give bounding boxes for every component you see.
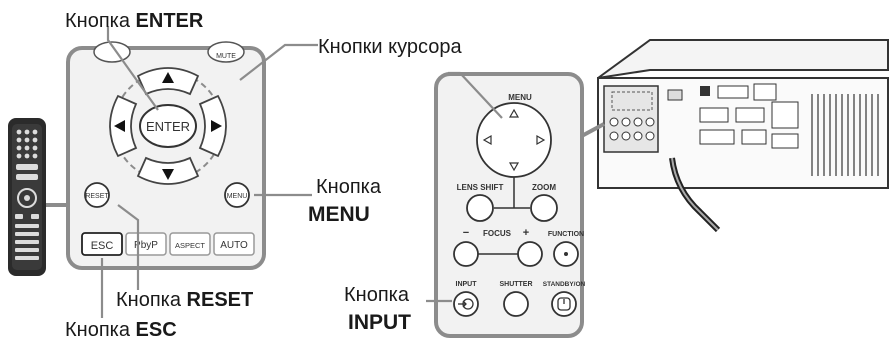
panel-cursor-pad[interactable] bbox=[476, 102, 552, 178]
focus-plus-label: + bbox=[523, 227, 529, 239]
esc-button-label: ESC bbox=[91, 240, 114, 252]
panel-down-icon bbox=[508, 162, 520, 172]
control-panel-enlarged: MENU LENS SHIFT ZOOM − FOCUS + FUNCTION … bbox=[434, 72, 586, 338]
aspect-button-label: ASPECT bbox=[175, 241, 205, 250]
callout-menu-line1: Кнопка bbox=[316, 176, 382, 198]
panel-right-icon bbox=[536, 134, 546, 146]
panel-menu-label: MENU bbox=[508, 93, 532, 102]
aspect-button[interactable] bbox=[169, 232, 211, 256]
callout-esc: Кнопка ESC bbox=[65, 319, 177, 341]
mute-button-label: MUTE bbox=[216, 53, 236, 60]
up-arrow-icon bbox=[162, 72, 174, 83]
pbyp-button[interactable] bbox=[125, 232, 167, 256]
menu-button-remote[interactable] bbox=[224, 182, 250, 208]
auto-button-label: AUTO bbox=[220, 240, 248, 251]
focus-minus-label: − bbox=[463, 227, 469, 239]
callout-cursor-buttons: Кнопки курсора bbox=[318, 36, 462, 58]
auto-button[interactable] bbox=[213, 232, 255, 256]
callout-reset: Кнопка RESET bbox=[116, 289, 253, 311]
menu-button-remote-label: MENU bbox=[227, 193, 248, 200]
remote-control-image bbox=[8, 118, 46, 276]
panel-left-icon bbox=[482, 134, 492, 146]
down-arrow-icon bbox=[162, 169, 174, 180]
left-arrow-icon bbox=[114, 120, 125, 132]
shutter-button[interactable] bbox=[503, 291, 529, 317]
remote-enlarged-panel: MUTE ENTER RESET MENU ESC PbyP ASPECT AU… bbox=[66, 41, 266, 270]
input-icon bbox=[458, 298, 474, 310]
input-label: INPUT bbox=[456, 281, 478, 288]
function-dot-icon bbox=[564, 252, 568, 256]
right-arrow-icon bbox=[211, 120, 222, 132]
focus-minus-button[interactable] bbox=[453, 241, 479, 267]
lens-shift-label: LENS SHIFT bbox=[457, 183, 504, 192]
enter-button-label: ENTER bbox=[146, 119, 190, 134]
projector-image bbox=[597, 39, 889, 233]
leader-lines bbox=[100, 26, 503, 318]
zoom-button[interactable] bbox=[530, 194, 558, 222]
function-label: FUNCTION bbox=[548, 231, 584, 238]
pbyp-button-label: PbyP bbox=[134, 240, 158, 251]
reset-button-label: RESET bbox=[85, 193, 109, 200]
enter-button[interactable] bbox=[139, 104, 197, 148]
zoom-label: ZOOM bbox=[532, 183, 556, 192]
callout-menu-line2: MENU bbox=[308, 203, 370, 226]
esc-button[interactable] bbox=[81, 232, 123, 256]
power-icon bbox=[557, 297, 571, 311]
panel-up-icon bbox=[508, 108, 520, 118]
shutter-label: SHUTTER bbox=[499, 281, 532, 288]
callout-input-line2: INPUT bbox=[348, 311, 411, 334]
lens-shift-button[interactable] bbox=[466, 194, 494, 222]
callout-enter: Кнопка ENTER bbox=[65, 10, 204, 32]
standby-label: STANDBY/ON bbox=[543, 281, 586, 288]
callout-input-line1: Кнопка bbox=[344, 284, 410, 306]
reset-button[interactable] bbox=[84, 182, 110, 208]
focus-plus-button[interactable] bbox=[517, 241, 543, 267]
focus-label: FOCUS bbox=[483, 229, 512, 238]
